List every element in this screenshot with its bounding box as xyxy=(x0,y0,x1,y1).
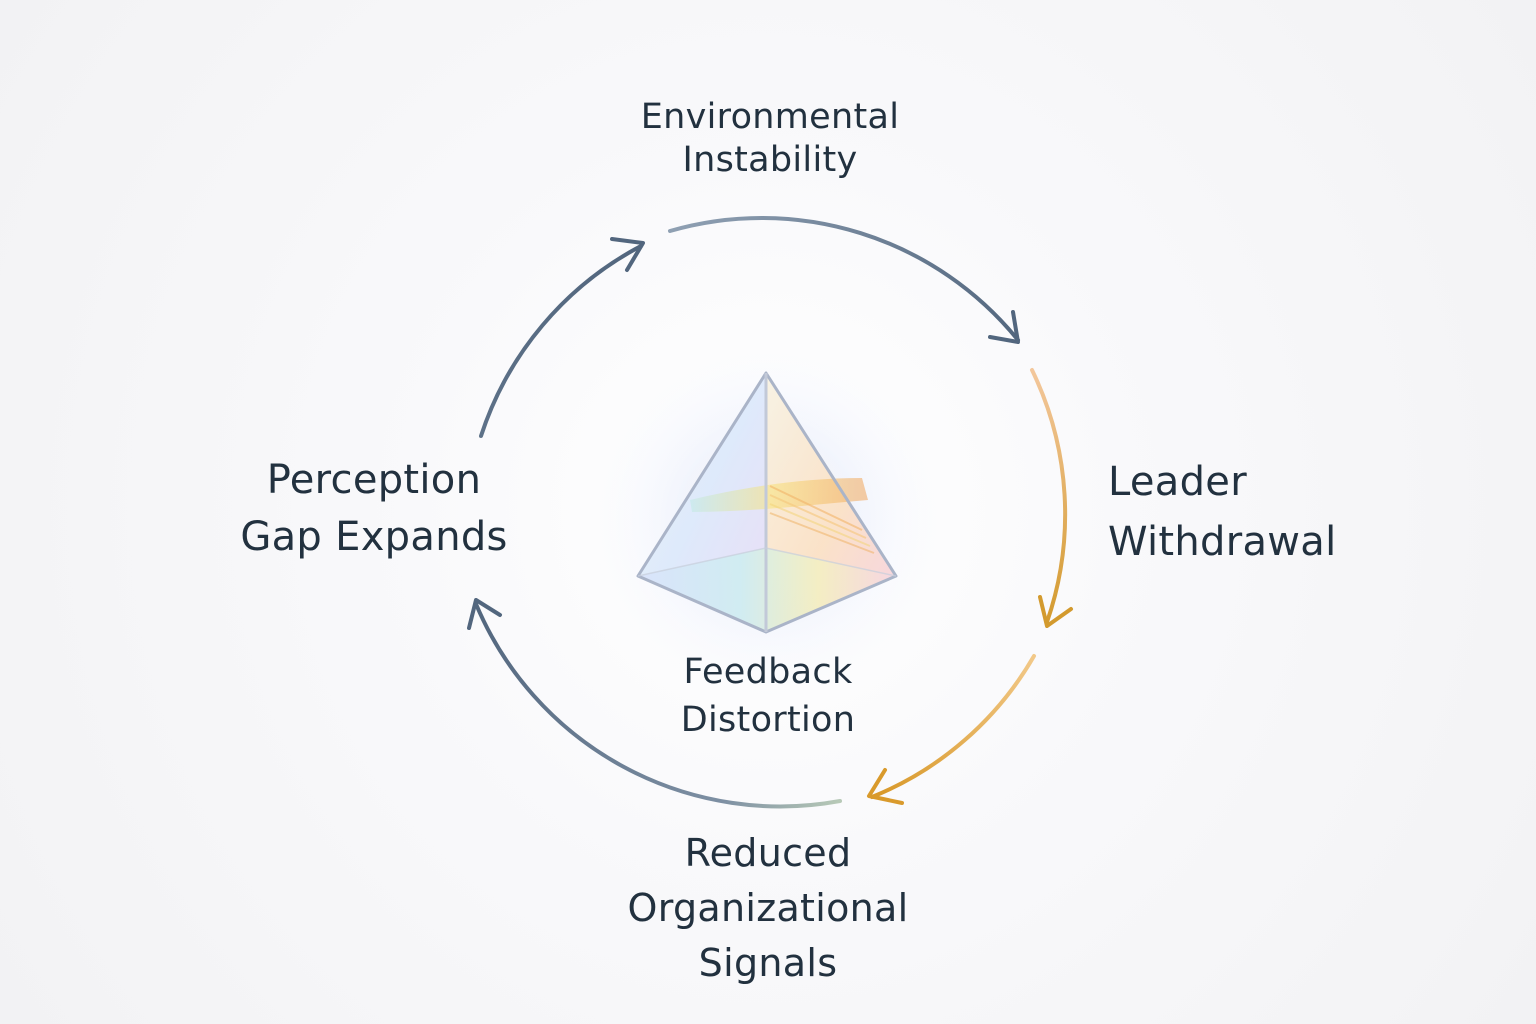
arrow-top-to-right xyxy=(668,216,1020,342)
arrow-right-down xyxy=(1030,368,1068,624)
node-label-line: Signals xyxy=(698,941,838,986)
node-perception-gap-expands: Perception Gap Expands xyxy=(204,452,544,566)
arrow-bottom-to-left xyxy=(474,602,842,809)
prism-icon xyxy=(636,371,898,634)
arrowhead-right-down xyxy=(1038,595,1073,628)
center-label-line: Distortion xyxy=(680,700,856,741)
node-label-line: Perception xyxy=(266,457,482,503)
arrow-lower-right xyxy=(870,654,1036,799)
arrowhead-left-top xyxy=(610,237,645,272)
arrowhead-lower-right xyxy=(867,768,904,805)
node-label-line: Environmental xyxy=(640,97,900,137)
arrowhead-top-right xyxy=(988,310,1020,344)
node-reduced-organizational-signals: Reduced Organizational Signals xyxy=(568,826,968,991)
node-label-line: Leader xyxy=(1108,459,1247,505)
node-label-line: Organizational xyxy=(627,886,909,931)
node-label-line: Gap Expands xyxy=(240,513,508,560)
node-label-line: Reduced xyxy=(684,831,852,875)
arrowhead-bottom-left xyxy=(467,598,502,630)
center-label-feedback-distortion: Feedback Distortion xyxy=(618,648,918,745)
node-label-line: Instability xyxy=(682,139,858,180)
node-environmental-instability: Environmental Instability xyxy=(560,96,980,181)
node-leader-withdrawal: Leader Withdrawal xyxy=(1108,452,1408,572)
node-label-line: Withdrawal xyxy=(1108,519,1337,565)
arrow-left-to-top xyxy=(479,244,643,438)
center-label-line: Feedback xyxy=(683,652,853,692)
